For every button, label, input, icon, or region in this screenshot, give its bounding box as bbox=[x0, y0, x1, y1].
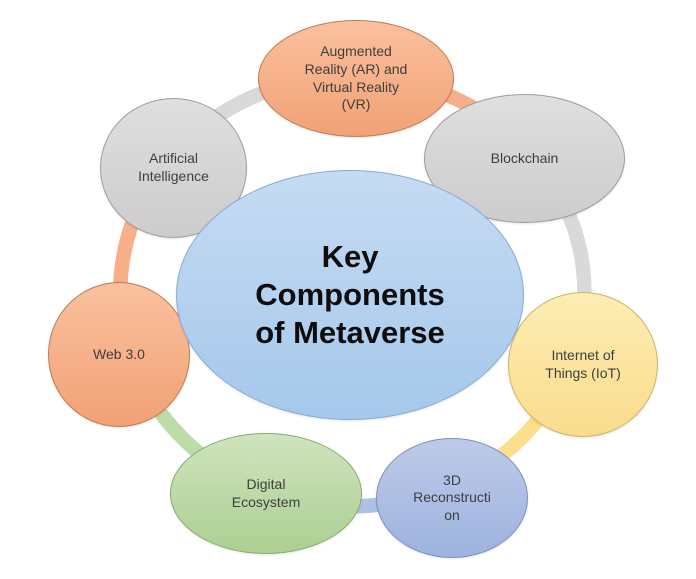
node-digital-ecosystem: Digital Ecosystem bbox=[170, 433, 362, 554]
node-artificial-intelligence-label: Artificial Intelligence bbox=[138, 150, 209, 184]
node-web-3-0: Web 3.0 bbox=[48, 282, 190, 427]
node-3d-reconstruction: 3D Reconstructi on bbox=[376, 438, 528, 558]
node-digital-ecosystem-label: Digital Ecosystem bbox=[231, 475, 301, 510]
node-3d-reconstruction-label: 3D Reconstructi on bbox=[413, 471, 491, 523]
node-ar-vr-label: Augmented Reality (AR) and Virtual Reali… bbox=[304, 43, 408, 113]
node-blockchain-label: Blockchain bbox=[490, 149, 559, 166]
node-ar-vr: Augmented Reality (AR) and Virtual Reali… bbox=[258, 20, 454, 137]
node-web-3-0-label: Web 3.0 bbox=[93, 345, 145, 362]
center-ellipse: Key Components of Metaverse bbox=[176, 170, 524, 420]
node-internet-of-things-label: Internet of Things (IoT) bbox=[545, 346, 621, 381]
diagram-title: Key Components of Metaverse bbox=[255, 238, 445, 351]
node-internet-of-things: Internet of Things (IoT) bbox=[508, 292, 658, 437]
